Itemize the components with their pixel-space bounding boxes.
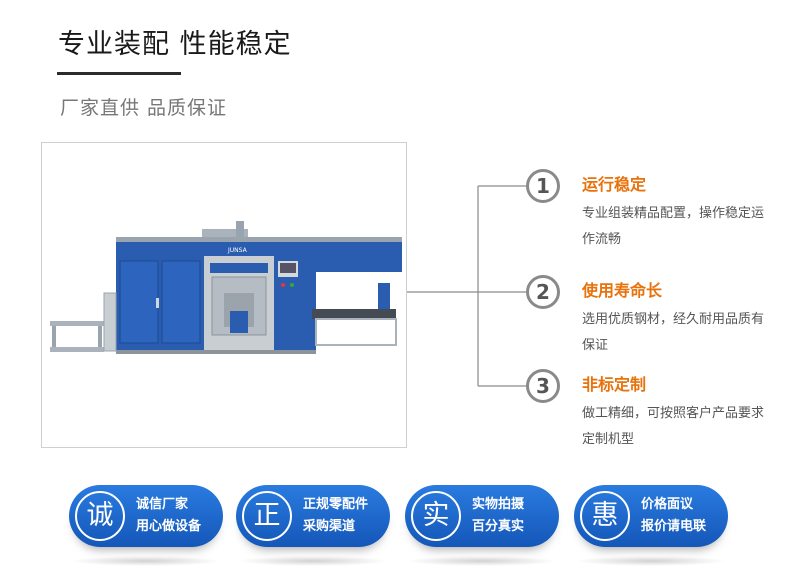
badge-shadow	[71, 556, 221, 566]
badge-line: 百分真实	[472, 519, 525, 534]
badge-shadow	[407, 556, 557, 566]
badge-char: 惠	[580, 491, 630, 541]
feature-description: 专业组装精品配置，操作稳定运作流畅	[582, 206, 765, 247]
service-badge: 正 正规零配件 采购渠道	[236, 485, 390, 547]
badge-line: 采购渠道	[303, 519, 356, 534]
feature-description: 做工精细，可按照客户产品要求定制机型	[582, 406, 765, 447]
badge-char: 正	[242, 491, 292, 541]
badge-text: 价格面议 报价请电联	[641, 494, 706, 538]
page-title: 专业装配 性能稳定	[58, 29, 292, 60]
badge-text: 诚信厂家 用心做设备	[136, 494, 201, 538]
page-subtitle: 厂家直供 品质保证	[60, 97, 228, 119]
number-badge: 2	[526, 275, 560, 309]
title-underline	[57, 72, 181, 75]
feature-title: 非标定制	[582, 375, 647, 394]
service-badge: 诚 诚信厂家 用心做设备	[69, 485, 223, 547]
service-badge: 实 实物拍摄 百分真实	[405, 485, 559, 547]
badge-shadow	[576, 556, 726, 566]
machine-image: JUNSA	[41, 142, 407, 448]
badge-line: 正规零配件	[303, 497, 369, 512]
service-badge: 惠 价格面议 报价请电联	[574, 485, 728, 547]
number-badge: 1	[526, 169, 560, 203]
badge-line: 报价请电联	[641, 519, 707, 534]
badge-line: 价格面议	[641, 497, 694, 512]
badge-char: 诚	[75, 491, 125, 541]
machine-brand-text: JUNSA	[227, 247, 248, 254]
number-badge: 3	[526, 369, 560, 403]
badge-text: 正规零配件 采购渠道	[303, 494, 368, 538]
badge-shadow	[238, 556, 388, 566]
thermoforming-machine-illustration: JUNSA	[50, 221, 402, 354]
badge-char: 实	[411, 491, 461, 541]
badge-line: 用心做设备	[136, 519, 202, 534]
badge-line: 实物拍摄	[472, 497, 525, 512]
feature-title: 使用寿命长	[582, 281, 663, 300]
badge-text: 实物拍摄 百分真实	[472, 494, 524, 538]
feature-title: 运行稳定	[582, 175, 647, 194]
badge-line: 诚信厂家	[136, 497, 189, 512]
feature-description: 选用优质钢材，经久耐用品质有保证	[582, 312, 765, 353]
